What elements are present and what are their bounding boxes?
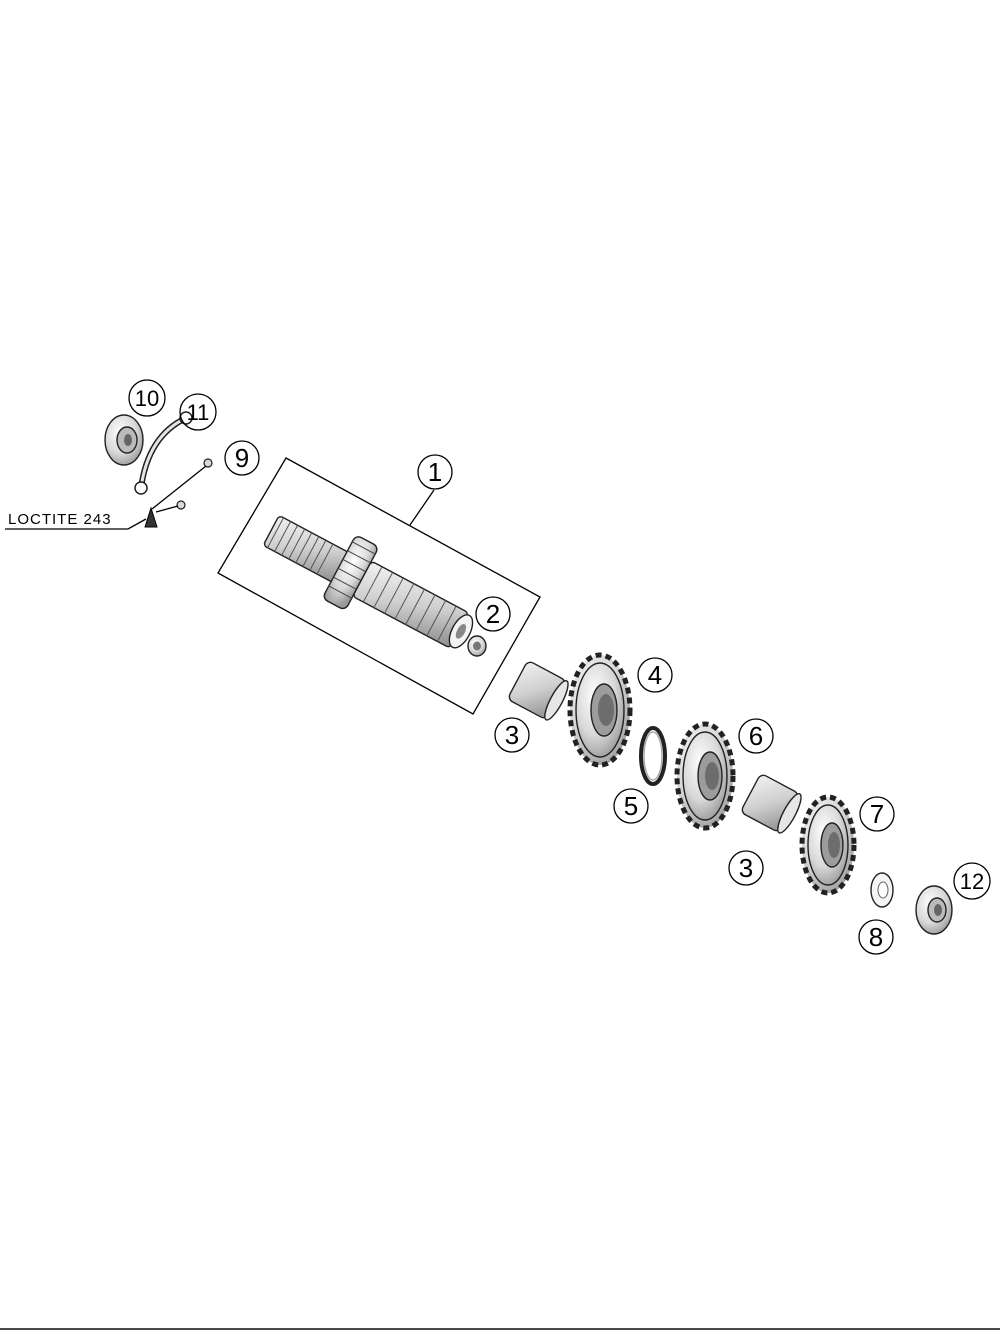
callout-label: 8 — [869, 922, 883, 952]
callout-leader-1 — [409, 489, 435, 526]
loctite-label: LOCTITE 243 — [8, 511, 112, 528]
callout-11: 11 — [179, 393, 217, 431]
callout-4: 4 — [637, 657, 673, 693]
washer — [870, 872, 894, 908]
shaft-assembly-frame — [217, 457, 541, 715]
loctite-bottle-icon — [144, 506, 158, 528]
callout-2: 2 — [475, 596, 511, 632]
needle-bearing-small — [467, 635, 487, 657]
callout-label: 12 — [960, 869, 984, 894]
callout-10: 10 — [128, 379, 166, 417]
callout-label: 10 — [135, 386, 159, 411]
main-shaft — [263, 516, 474, 649]
callout-label: 1 — [428, 457, 442, 487]
screws — [151, 458, 213, 513]
callout-label: 2 — [486, 599, 500, 629]
bottom-divider — [0, 1328, 1000, 1330]
snap-ring — [639, 726, 667, 786]
gear-6 — [674, 721, 736, 831]
bushing-2 — [741, 774, 802, 834]
callout-5: 5 — [613, 788, 649, 824]
callout-12: 12 — [953, 862, 991, 900]
callout-label: 3 — [505, 720, 519, 750]
callout-label: 6 — [749, 721, 763, 751]
callout-6: 6 — [738, 718, 774, 754]
callout-3-first: 3 — [494, 717, 530, 753]
callout-7: 7 — [859, 796, 895, 832]
gear-7 — [799, 794, 857, 896]
callout-1: 1 — [417, 454, 453, 490]
callout-label: 9 — [235, 443, 249, 473]
bearing-retainer — [134, 411, 193, 495]
callout-label: 11 — [187, 400, 210, 425]
callout-label: 4 — [648, 660, 662, 690]
callout-label: 3 — [739, 853, 753, 883]
callout-3-second: 3 — [728, 850, 764, 886]
ball-bearing-right — [915, 885, 953, 935]
loctite-leader-line — [5, 518, 147, 530]
callout-label: 5 — [624, 791, 638, 821]
callout-label: 7 — [870, 799, 884, 829]
ball-bearing-left — [104, 414, 144, 466]
bushing-1 — [508, 661, 569, 721]
gear-4 — [567, 652, 633, 768]
callout-8: 8 — [858, 919, 894, 955]
callout-9: 9 — [224, 440, 260, 476]
